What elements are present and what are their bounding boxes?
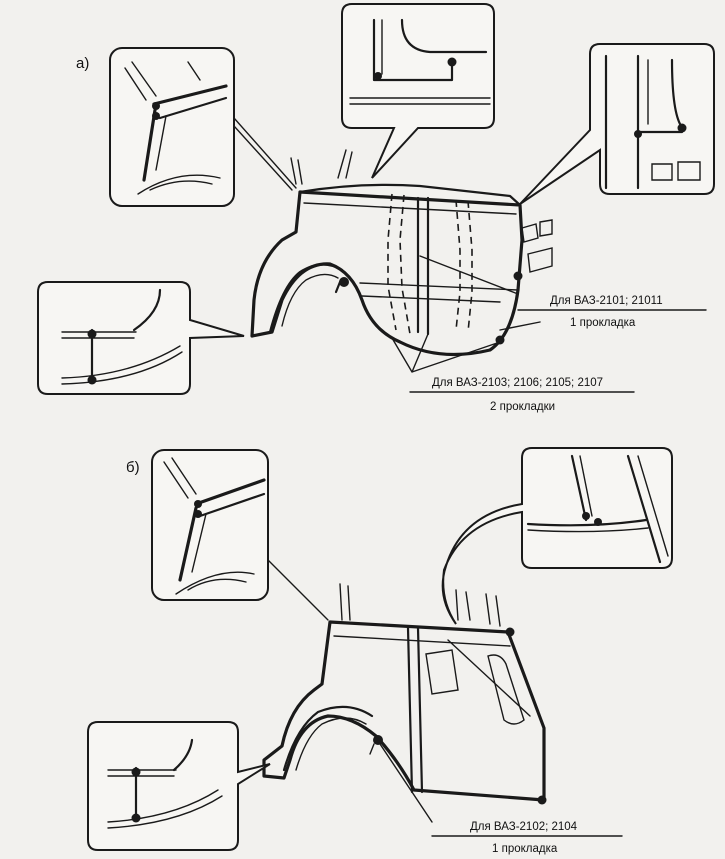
figure-b-leader-label: [379, 743, 433, 823]
figure-a-detail-left: [37, 281, 245, 395]
figure-b-label-title: Для ВАЗ-2102; 2104: [470, 821, 578, 833]
figure-a-detail-top-left: [109, 47, 235, 207]
figure-b-detail-top-left: [151, 449, 269, 601]
figure-a-leader-label2: [391, 333, 501, 373]
figure-b-detail-left: [87, 721, 271, 851]
figure-a-leader-label1: [419, 255, 519, 295]
figure-a: а): [37, 3, 715, 413]
figure-a-detail-top-right: [519, 43, 715, 205]
figure-a-label-1-title: Для ВАЗ-2101; 21011: [550, 295, 663, 307]
figure-b-label-sub: 1 прокладка: [492, 843, 558, 855]
figure-b-body: [262, 583, 547, 805]
figure-a-body: [250, 149, 553, 357]
figure-b-detail-top-right: [441, 447, 673, 625]
figure-b: б): [87, 447, 673, 855]
figure-a-tag: а): [76, 55, 89, 72]
figure-a-label-2-sub: 2 прокладки: [490, 401, 555, 413]
figure-a-leader-1b: [233, 125, 293, 191]
figure-a-detail-top-center: [341, 3, 495, 179]
figure-a-leader-1: [233, 117, 297, 189]
figure-a-label-1-sub: 1 прокладка: [570, 317, 636, 329]
figure-b-tag: б): [126, 459, 140, 476]
figure-a-label-2-title: Для ВАЗ-2103; 2106; 2105; 2107: [432, 377, 603, 389]
figure-b-leader-1: [267, 559, 329, 621]
